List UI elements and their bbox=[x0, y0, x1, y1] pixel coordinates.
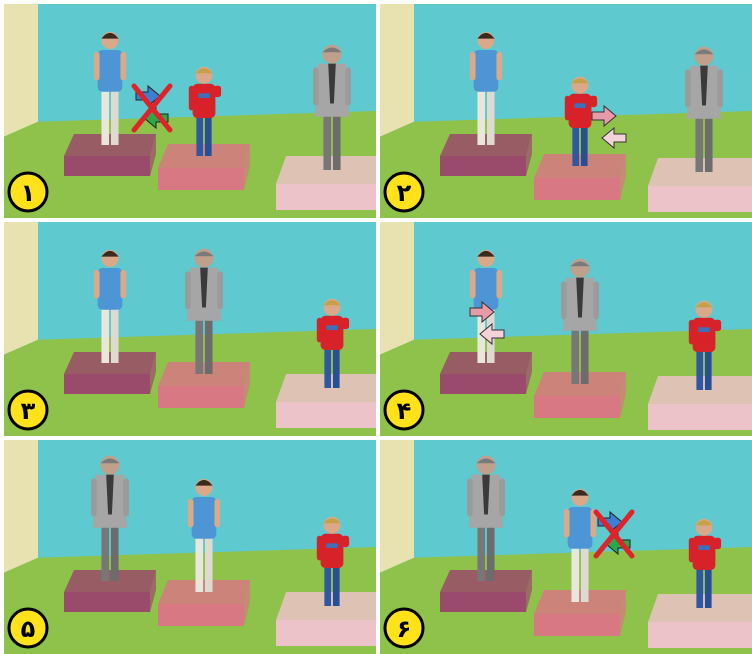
side-wall bbox=[380, 222, 414, 355]
panel-6: ۶ bbox=[380, 440, 752, 654]
panel-2: ٢ bbox=[380, 4, 752, 218]
side-wall bbox=[4, 222, 38, 355]
panel-number: ۶ bbox=[397, 615, 412, 643]
platform bbox=[534, 590, 626, 636]
panel-1: ١ bbox=[4, 4, 376, 218]
platform bbox=[64, 352, 156, 394]
platform bbox=[158, 580, 250, 626]
platform bbox=[440, 134, 532, 176]
panel-number-badge: ۴ bbox=[385, 391, 423, 429]
panel-number-badge: ١ bbox=[9, 173, 47, 211]
platform bbox=[158, 144, 250, 190]
panel-4: ۴ bbox=[380, 222, 752, 436]
platform bbox=[534, 154, 626, 200]
platform bbox=[534, 372, 626, 418]
side-wall bbox=[380, 4, 414, 137]
platform bbox=[440, 570, 532, 612]
panel-number: ٣ bbox=[21, 397, 36, 425]
platform bbox=[158, 362, 250, 408]
panel-number: ١ bbox=[21, 179, 36, 207]
panel-number-badge: ۵ bbox=[9, 609, 47, 647]
side-wall bbox=[4, 4, 38, 137]
panel-5: ۵ bbox=[4, 440, 376, 654]
panel-number-badge: ٢ bbox=[385, 173, 423, 211]
platform bbox=[64, 570, 156, 612]
side-wall bbox=[4, 440, 38, 573]
side-wall bbox=[380, 440, 414, 573]
panel-number: ٢ bbox=[397, 179, 412, 207]
platform bbox=[440, 352, 532, 394]
panel-number: ۴ bbox=[397, 397, 412, 425]
panel-3: ٣ bbox=[4, 222, 376, 436]
platform bbox=[64, 134, 156, 176]
panel-number-badge: ٣ bbox=[9, 391, 47, 429]
panel-number-badge: ۶ bbox=[385, 609, 423, 647]
panel-number: ۵ bbox=[21, 615, 36, 643]
